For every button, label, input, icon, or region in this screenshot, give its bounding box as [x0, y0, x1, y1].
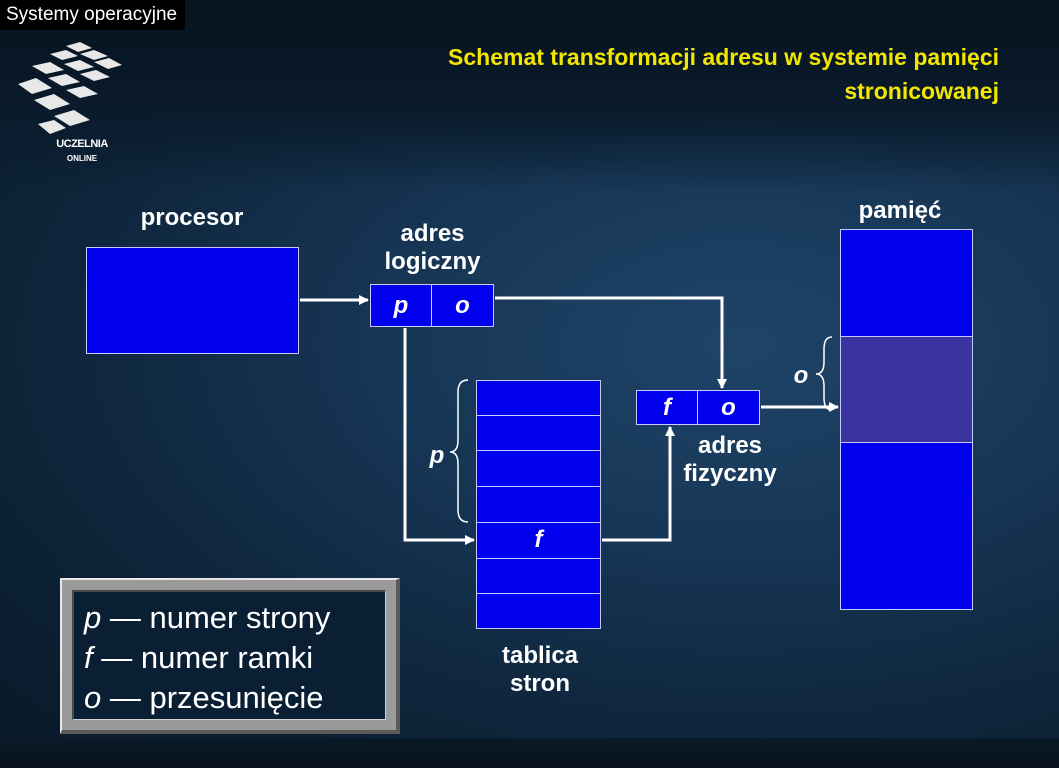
legend-item: f — numer ramki — [84, 638, 385, 678]
physical-address-o-box — [697, 390, 760, 425]
page-table-row — [476, 593, 601, 629]
page-table-label: tablica stron — [470, 642, 610, 698]
physical-address-label-line-1: adres — [697, 432, 763, 459]
page-table-row — [476, 415, 601, 451]
logical-address-o-box — [431, 284, 494, 327]
logical-address-label-line-2: logiczny — [384, 248, 481, 275]
legend-text: — numer ramki — [92, 640, 314, 675]
logo-subtext: ONLINE — [66, 154, 98, 163]
logical-address-p-box — [370, 284, 432, 327]
slide-title-line-2: stronicowanej — [844, 78, 999, 104]
legend-text: — numer strony — [101, 600, 331, 635]
page-table-row — [476, 380, 601, 416]
legend-text: — przesunięcie — [101, 680, 324, 715]
physical-address-f-box — [636, 390, 698, 425]
logical-address-label: adres logiczny — [360, 220, 505, 276]
logo-icon — [18, 42, 122, 134]
logical-address-p: p — [393, 292, 409, 319]
memory-label: pamięć — [858, 197, 942, 224]
slide-title-line-1: Schemat transformacji adresu w systemie … — [448, 44, 999, 70]
footer-band — [0, 738, 1059, 768]
physical-address-f: f — [663, 394, 671, 421]
arrow-p-to-page-table — [403, 328, 475, 545]
physical-address-o: o — [721, 394, 736, 421]
slide-title: Schemat transformacji adresu w systemie … — [239, 40, 999, 108]
legend-inner: p — numer strony f — numer ramki o — prz… — [72, 590, 386, 720]
legend-item: p — numer strony — [84, 598, 385, 638]
page-table-row — [476, 450, 601, 487]
header-band — [0, 0, 1059, 190]
memory-block-bottom — [840, 442, 973, 610]
physical-address-label-line-2: fizyczny — [683, 460, 777, 487]
memory-frame — [840, 336, 973, 443]
processor-box — [86, 247, 299, 354]
course-name: Systemy operacyjne — [0, 0, 186, 30]
page-table-label-line-1: tablica — [501, 642, 579, 669]
logical-address-label-line-1: adres — [400, 220, 465, 247]
page-table-label-line-2: stron — [510, 670, 570, 697]
page-table-entry-row — [476, 522, 601, 559]
memory-brace-label: o — [793, 362, 809, 389]
logical-address-o: o — [455, 292, 470, 319]
physical-address-label: adres fizyczny — [670, 432, 790, 488]
legend-symbol: o — [84, 680, 102, 715]
memory-brace — [815, 336, 833, 411]
arrow-o-to-physical — [495, 296, 727, 389]
legend-item: o — przesunięcie — [84, 678, 385, 718]
memory-block-top — [840, 229, 973, 337]
processor-label: procesor — [140, 204, 244, 231]
logo-text: UCZELNIA — [56, 138, 108, 150]
legend-symbol: p — [84, 600, 102, 635]
page-table-brace-label: p — [429, 442, 445, 469]
legend-symbol: f — [84, 640, 93, 675]
arrow-f-to-physical — [602, 426, 675, 542]
page-table-row — [476, 486, 601, 523]
page-table-brace — [449, 379, 469, 523]
page-table-entry-f: f — [534, 526, 543, 553]
legend-box: p — numer strony f — numer ramki o — prz… — [60, 578, 400, 734]
